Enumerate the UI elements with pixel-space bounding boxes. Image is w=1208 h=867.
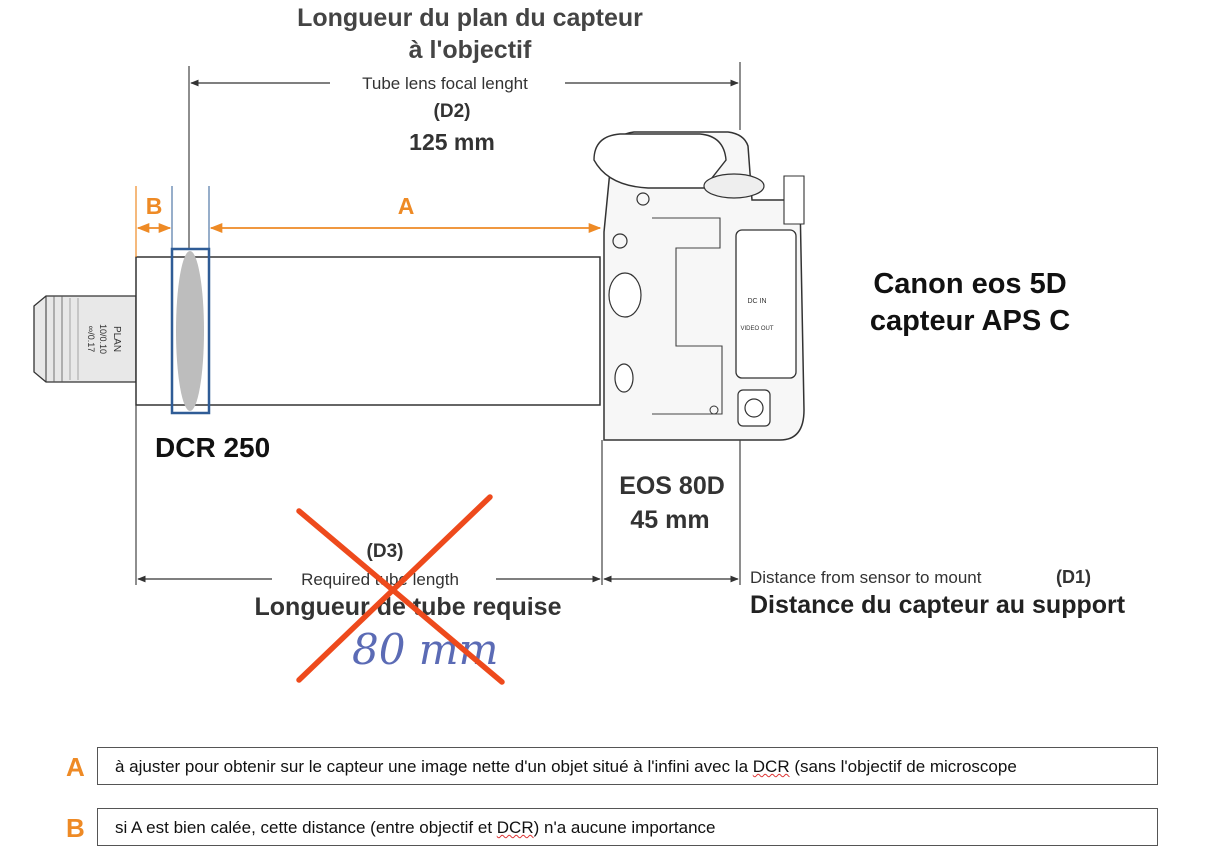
- camera-model-line2: capteur APS C: [870, 305, 1070, 337]
- title-line1: Longueur du plan du capteur: [297, 4, 643, 32]
- note-a-letter: A: [66, 752, 85, 782]
- strike-cross: [296, 494, 505, 685]
- note-b-flagged-word: DCR: [496, 818, 534, 837]
- camera-body: DC IN VIDEO OUT: [593, 131, 805, 441]
- d1-caption: Distance from sensor to mount: [750, 568, 982, 587]
- handwritten-value: 80 mm: [352, 625, 498, 674]
- camera-model-line1: Canon eos 5D: [873, 268, 1066, 300]
- a-marker: A: [398, 193, 415, 219]
- d2-caption: Tube lens focal lenght: [362, 74, 528, 93]
- eos-model-label: EOS 80D: [619, 472, 725, 500]
- objective-engraving-line1: PLAN: [111, 326, 122, 352]
- objective-engraving-line2: 10/0.10: [98, 324, 108, 354]
- eos-flange-value: 45 mm: [630, 506, 709, 534]
- note-a: A à ajuster pour obtenir sur le capteur …: [0, 747, 1208, 787]
- note-a-flagged-word: DCR: [752, 757, 790, 776]
- title-line2: à l'objectif: [409, 36, 532, 64]
- dcr-lens-frame: [170, 247, 211, 415]
- dcr-label: DCR 250: [155, 432, 270, 463]
- dc-in-mark: DC IN: [747, 298, 766, 305]
- tube-body: [135, 256, 601, 406]
- b-marker: B: [146, 193, 163, 219]
- dcr-lens: [176, 251, 204, 411]
- note-b: B si A est bien calée, cette distance (e…: [0, 808, 1208, 848]
- d3-french: Longueur de tube requise: [255, 593, 562, 621]
- microscope-objective: PLAN 10/0.10 ∞/0.17: [33, 295, 137, 383]
- note-b-text: si A est bien calée, cette distance (ent…: [97, 808, 1158, 846]
- note-b-text-after: ) n'a aucune importance: [533, 818, 716, 837]
- d2-code: (D2): [434, 101, 471, 122]
- note-a-text: à ajuster pour obtenir sur le capteur un…: [97, 747, 1158, 785]
- d1-code: (D1): [1056, 567, 1091, 587]
- note-b-letter: B: [66, 813, 85, 843]
- note-b-text-before: si A est bien calée, cette distance (ent…: [115, 818, 497, 837]
- optical-diagram: Longueur du plan du capteur à l'objectif…: [33, 4, 1126, 685]
- d2-value: 125 mm: [409, 129, 495, 155]
- note-a-text-after: (sans l'objectif de microscope: [789, 757, 1017, 776]
- video-out-mark: VIDEO OUT: [740, 326, 773, 332]
- d3-code: (D3): [367, 541, 404, 562]
- note-a-text-before: à ajuster pour obtenir sur le capteur un…: [115, 757, 753, 776]
- objective-engraving-line3: ∞/0.17: [86, 326, 96, 352]
- d1-french: Distance du capteur au support: [750, 591, 1126, 619]
